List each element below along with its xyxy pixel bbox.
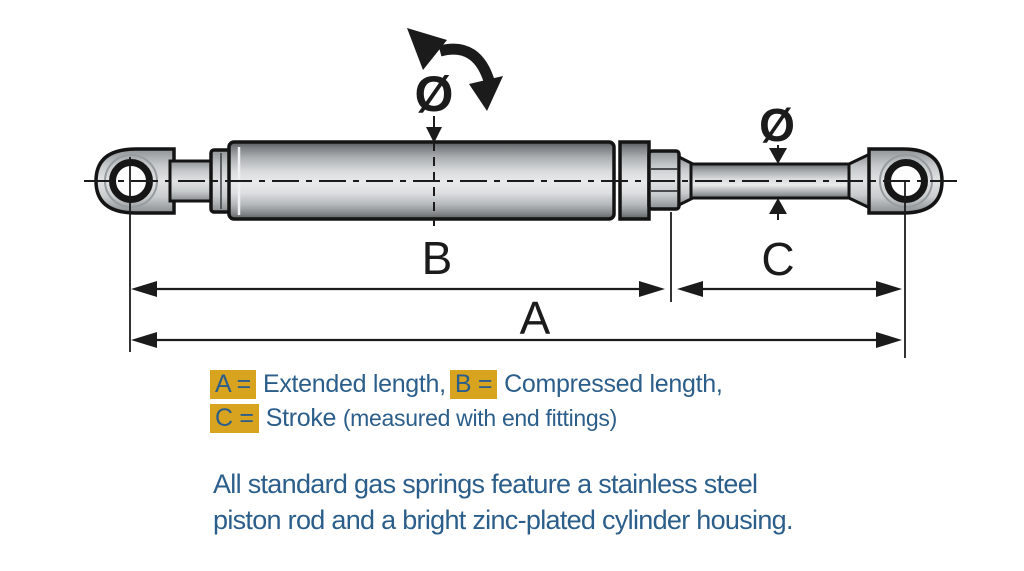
dimension-c-label: C	[761, 233, 794, 285]
cylinder-diameter-arrowhead-icon	[426, 127, 442, 143]
legend-key-b: B =	[449, 370, 498, 399]
dimension-a-arrow-right	[876, 332, 902, 348]
cylinder-diameter-symbol: Ø	[415, 66, 454, 122]
rotation-arrow-arc	[438, 43, 496, 86]
dimension-a-label: A	[520, 292, 551, 344]
dimension-c-arrow-left	[677, 281, 703, 297]
rod-diameter-bottom-arrowhead-icon	[769, 198, 787, 214]
dimension-b-arrow-left	[131, 281, 157, 297]
legend-key-a: A =	[210, 370, 256, 399]
construction-lines	[84, 142, 963, 358]
description-line-1: All standard gas springs feature a stain…	[213, 469, 758, 499]
gas-spring-technical-drawing: B C A Ø Ø	[84, 28, 963, 358]
legend-key-c: C =	[210, 404, 259, 433]
cylinder-diameter-callout: Ø	[415, 66, 454, 143]
legend-text-b: Compressed length,	[504, 370, 723, 398]
dimension-a-arrow-left	[131, 332, 157, 348]
dimension-c-arrow-right	[876, 281, 902, 297]
legend-note-c: (measured with end fittings)	[342, 405, 617, 431]
legend-line-1: A =Extended length,B =Compressed length,	[210, 367, 723, 401]
eyelet-holes	[104, 154, 933, 208]
description-text: All standard gas springs feature a stain…	[213, 466, 793, 538]
legend-text-c: Stroke	[265, 404, 337, 432]
dimension-b-arrow-right	[639, 281, 665, 297]
rotation-arrow-icon	[407, 28, 503, 111]
dimension-b: B	[131, 232, 665, 297]
legend-line-2: C =Stroke (measured with end fittings)	[210, 401, 722, 435]
dimension-b-label: B	[422, 232, 453, 284]
rod-diameter-callout: Ø	[759, 99, 795, 220]
legend: A =Extended length,B =Compressed length,…	[210, 367, 723, 435]
rotation-arrow-head-left	[407, 28, 447, 70]
rod-diameter-top-arrowhead-icon	[769, 148, 787, 164]
legend-text-a: Extended length,	[262, 370, 446, 398]
description-line-2: piston rod and a bright zinc-plated cyli…	[213, 505, 793, 535]
rod-diameter-symbol: Ø	[759, 99, 795, 151]
dimension-a: A	[131, 292, 902, 348]
rotation-arrow-head-right	[469, 76, 503, 111]
dimension-c: C	[677, 233, 902, 297]
